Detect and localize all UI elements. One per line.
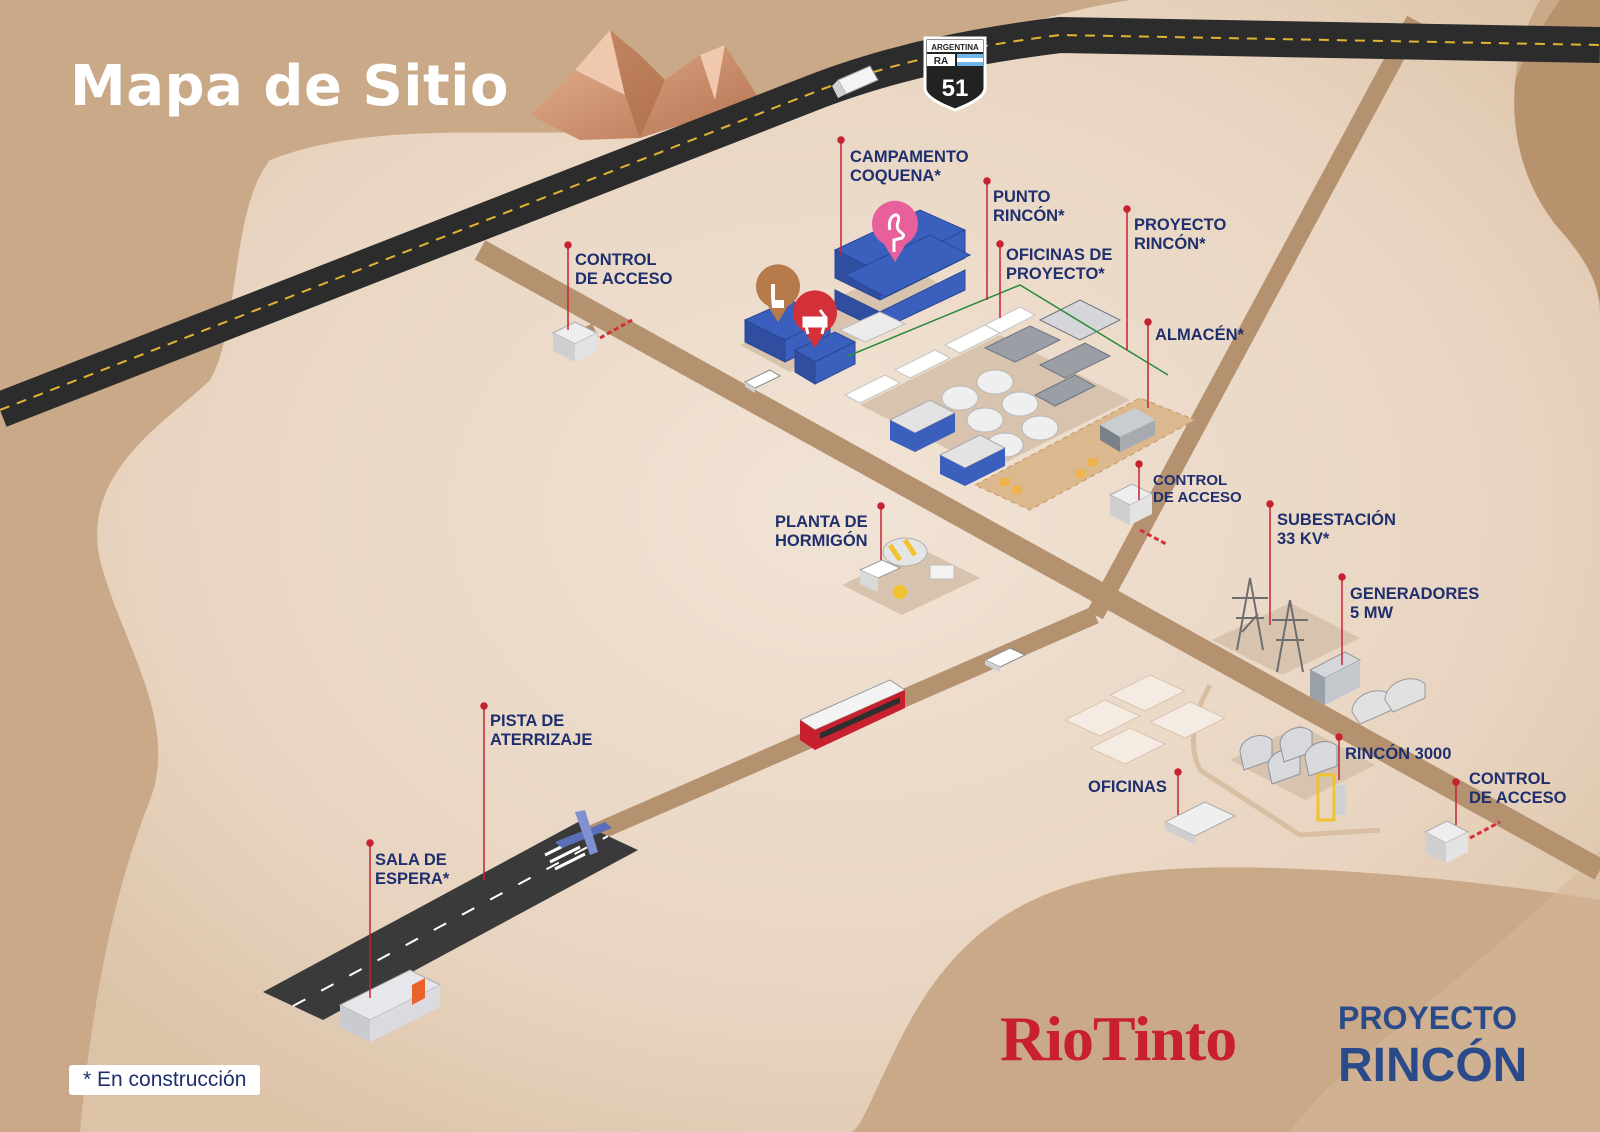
truck-icon [832,65,879,98]
offices-building [1063,674,1237,844]
vicuna-icon [793,290,838,348]
waiting-room-building [338,969,442,1042]
label-oficinas-proyecto: OFICINAS DE PROYECTO* [1006,246,1113,283]
service-path [1190,683,1381,838]
llama-icon [756,264,800,322]
label-generadores: GENERADORES 5 MW [1350,585,1480,622]
label-rincon-3000: RINCÓN 3000 [1345,745,1452,763]
project-logo-line2: RINCÓN [1338,1039,1528,1092]
svg-text:51: 51 [942,75,969,102]
label-control-acceso-2: CONTROL DE ACCESO [1153,472,1242,506]
flamingo-icon [872,200,918,262]
project-logo-line1: PROYECTO [1338,1000,1517,1036]
project-zone [843,284,1197,511]
label-punto-rincon: PUNTO RINCÓN* [993,188,1065,225]
map-title: Mapa de Sitio [70,54,509,119]
label-subestacion: SUBESTACIÓN 33 KV* [1277,511,1396,548]
concrete-plant [842,537,980,615]
label-control-acceso-1: CONTROL DE ACCESO [575,251,673,288]
label-planta-hormigon: PLANTA DE HORMIGÓN [775,513,868,550]
label-proyecto-rincon: PROYECTO RINCÓN* [1134,216,1227,253]
svg-text:ARGENTINA: ARGENTINA [931,43,979,52]
warehouse-building [1100,408,1155,452]
control-booth-2 [1108,483,1169,547]
main-road [474,240,1600,880]
mountain-icon [530,30,760,140]
label-campamento-coquena: CAMPAMENTO COQUENA* [850,148,969,185]
cement-mixer-icon [858,537,928,592]
riotinto-logo: RioTinto [1000,1003,1237,1074]
plateau [80,0,1600,1132]
rincon-3000-plant [1230,725,1375,822]
power-tower-icon [1232,577,1308,673]
label-pins [366,136,1460,998]
label-pista-aterrizaje: PISTA DE ATERRIZAJE [490,712,593,749]
svg-text:RA: RA [934,56,948,67]
generators [1308,651,1426,725]
label-control-acceso-3: CONTROL DE ACCESO [1469,770,1567,807]
route-shield-icon: ARGENTINA RA 51 [923,36,987,112]
pickup-icon [743,369,782,393]
bus-icon [798,679,907,750]
blue-hangars [888,399,1007,486]
airplane-icon [555,810,612,855]
label-sala-espera: SALA DE ESPERA* [375,851,450,888]
construction-footnote: * En construcción [69,1065,261,1095]
label-oficinas: OFICINAS [1088,778,1167,796]
control-booth-3 [1423,820,1501,863]
label-almacen: ALMACÉN* [1155,326,1244,344]
pickup-icon [983,647,1027,672]
substation [1212,577,1360,675]
terrain-shadow-bottom [1290,850,1600,1132]
control-booth-1 [551,318,633,362]
